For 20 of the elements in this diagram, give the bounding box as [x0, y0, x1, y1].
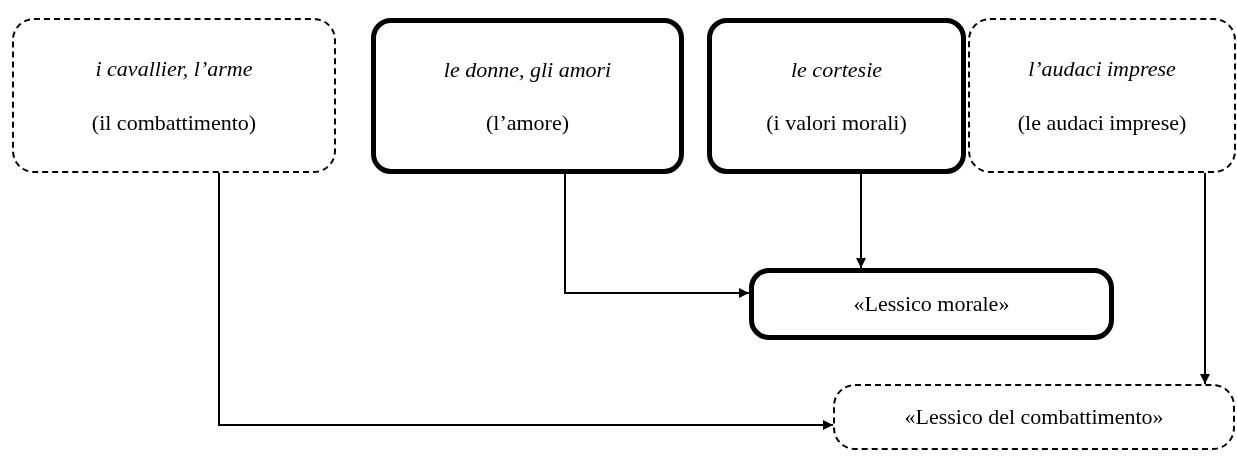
- arrow: [218, 172, 834, 430]
- arrow: [1200, 172, 1210, 385]
- rounded-box: [968, 18, 1236, 173]
- box-heading: le donne, gli amori: [443, 56, 612, 82]
- rounded-box: [749, 268, 1114, 340]
- box-text: «Lessico morale»: [853, 291, 1010, 317]
- box-heading: le cortesie: [791, 56, 882, 82]
- rounded-box: [12, 18, 336, 173]
- rounded-box: [833, 384, 1235, 450]
- box-heading: i cavallier, l’arme: [95, 56, 253, 82]
- box-text: (le audaci imprese): [1017, 109, 1187, 135]
- arrow: [856, 173, 866, 269]
- box-text: (l’amore): [485, 110, 570, 136]
- box-text: (i valori morali): [766, 110, 907, 136]
- box-text: «Lessico del combattimento»: [904, 404, 1164, 430]
- box-heading: l’audaci imprese: [1028, 56, 1176, 82]
- box-text: (il combattimento): [91, 109, 257, 135]
- rounded-box: [707, 18, 966, 174]
- rounded-box: [371, 18, 684, 174]
- arrow: [564, 173, 750, 298]
